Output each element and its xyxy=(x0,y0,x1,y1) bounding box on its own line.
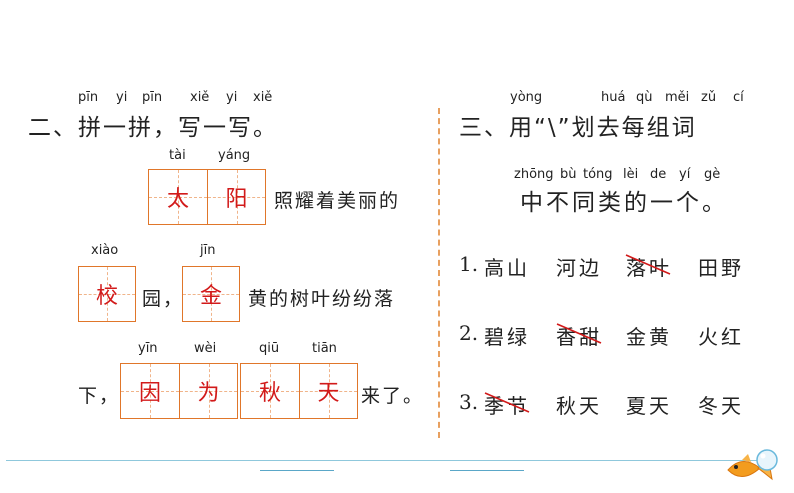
pinyin-tai: tài xyxy=(169,148,186,163)
answer-cell: 太 xyxy=(149,170,207,224)
strike-mark xyxy=(625,254,671,275)
sentence-text-1: 照耀着美丽的 xyxy=(274,190,401,212)
answer-box-xiao[interactable]: 校 xyxy=(78,266,136,322)
sentence-text-3b: 来了。 xyxy=(361,385,425,407)
pinyin-tian: tiān xyxy=(312,341,337,356)
word-option[interactable]: 季节 xyxy=(484,394,530,418)
pinyin-yong: yòng xyxy=(510,90,543,105)
word-option[interactable]: 香甜 xyxy=(556,325,602,349)
word-option[interactable]: 田野 xyxy=(698,256,744,280)
word-option[interactable]: 夏天 xyxy=(626,394,672,418)
pinyin-qu: qù xyxy=(636,90,653,105)
word-option[interactable]: 落叶 xyxy=(626,256,672,280)
answer-cell: 金 xyxy=(183,267,239,321)
right-heading-line2: 中不同类的一个。 xyxy=(520,190,728,216)
answer-box-qiutian[interactable]: 秋 天 xyxy=(240,363,358,419)
pinyin-mei: měi xyxy=(665,90,690,105)
word-option[interactable]: 河边 xyxy=(556,256,602,280)
footer-line xyxy=(6,460,766,461)
strike-mark xyxy=(484,392,530,413)
word-option[interactable]: 金黄 xyxy=(626,325,672,349)
answer-box-jin[interactable]: 金 xyxy=(182,266,240,322)
pinyin-yi: yí xyxy=(679,167,691,182)
answer-cell: 天 xyxy=(299,364,357,418)
word-option[interactable]: 火红 xyxy=(698,325,744,349)
pinyin-qiu: qiū xyxy=(259,341,280,356)
pinyin-xiao: xiào xyxy=(91,243,119,258)
answer-box-taiyang[interactable]: 太 阳 xyxy=(148,169,266,225)
pinyin-de: de xyxy=(650,167,667,182)
pinyin-bu: bù xyxy=(560,167,577,182)
pinyin-zhong: zhōng xyxy=(514,167,554,182)
sentence-text-2b: 黄的树叶纷纷落 xyxy=(248,288,396,310)
pinyin-lei: lèi xyxy=(623,167,639,182)
sentence-text-3a: 下， xyxy=(78,385,121,407)
word-option[interactable]: 冬天 xyxy=(698,394,744,418)
answer-cell: 为 xyxy=(179,364,237,418)
word-option[interactable]: 高山 xyxy=(484,256,530,280)
word-option[interactable]: 秋天 xyxy=(556,394,602,418)
sentence-text-2a: 园， xyxy=(142,288,185,310)
pinyin-hua: huá xyxy=(601,90,626,105)
section-divider xyxy=(438,108,440,438)
pinyin-tong: tóng xyxy=(583,167,613,182)
pinyin-wei: wèi xyxy=(194,341,217,356)
pinyin-yang: yáng xyxy=(218,148,251,163)
pinyin-jin: jīn xyxy=(200,243,216,258)
pinyin-zu: zǔ xyxy=(701,90,717,105)
bubble-icon xyxy=(756,449,778,471)
strike-mark xyxy=(556,323,602,344)
pinyin-yin: yīn xyxy=(138,341,158,356)
pinyin-ci: cí xyxy=(733,90,744,105)
answer-box-yinwei[interactable]: 因 为 xyxy=(120,363,238,419)
right-heading: 三、用“\”划去每组词 xyxy=(459,115,697,141)
answer-cell: 阳 xyxy=(207,170,265,224)
pinyin-ge: gè xyxy=(704,167,721,182)
answer-cell: 秋 xyxy=(241,364,299,418)
footer-blank-2 xyxy=(450,470,524,471)
word-option[interactable]: 碧绿 xyxy=(484,325,530,349)
footer-blank-1 xyxy=(260,470,334,471)
answer-cell: 校 xyxy=(79,267,135,321)
left-heading: 二、拼一拼，写一写。 xyxy=(28,115,278,141)
answer-cell: 因 xyxy=(121,364,179,418)
